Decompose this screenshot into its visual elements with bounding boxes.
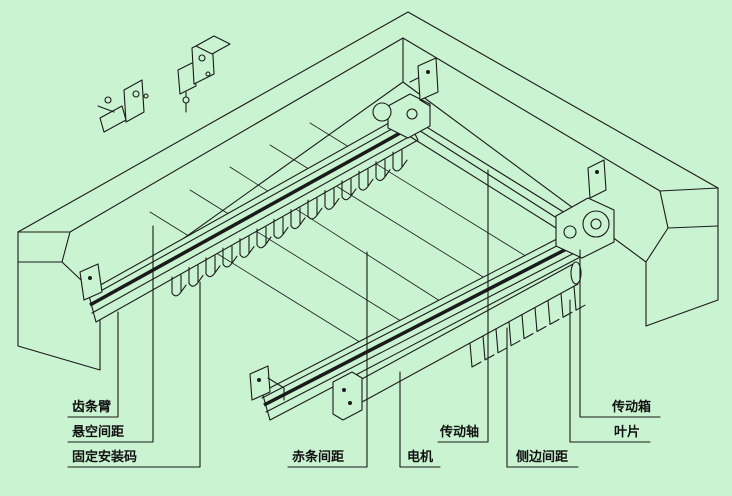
hanger-clip <box>273 216 289 239</box>
bracket-bolt <box>257 378 261 382</box>
front-rail-lines <box>261 233 585 413</box>
hardware-nut <box>198 54 206 62</box>
leader-fixed-mount <box>67 281 201 468</box>
motor-cylinder-end <box>570 261 582 285</box>
blade-vane <box>495 328 508 354</box>
bracket-bolt <box>426 70 430 74</box>
label-drive-shaft: 传动轴 <box>439 424 479 440</box>
label-rack-arm: 齿条臂 <box>72 399 111 415</box>
bearing-housing <box>387 93 431 139</box>
hanger-clip <box>307 197 323 220</box>
front-rack-rail <box>261 227 587 421</box>
gearbox-wheel <box>582 210 610 238</box>
bracket-front <box>249 365 271 401</box>
top-bearing-block <box>372 93 431 139</box>
blade-vane <box>521 314 534 340</box>
gearbox-bearing <box>563 225 577 239</box>
left-rail-body <box>87 113 419 323</box>
bracket-left <box>79 263 103 301</box>
bracket-bolt <box>595 170 599 174</box>
callout-labels: 齿条臂 悬空间距 固定安装码 赤条间距 电机 传动轴 侧边间距 传动箱 叶片 <box>72 399 651 465</box>
hanger-clip <box>256 226 272 249</box>
hanger-clip <box>222 245 238 268</box>
hanger-clip <box>205 255 221 278</box>
hanger-clips <box>171 149 408 297</box>
leader-rack-arm <box>67 311 119 418</box>
hardware-nut <box>104 96 112 104</box>
label-fixed-mount: 固定安装码 <box>72 449 137 465</box>
bracket-top-foot <box>409 77 431 107</box>
bracket-right <box>587 159 607 199</box>
hardware-bolt <box>97 105 115 113</box>
hanger-clip <box>171 274 187 297</box>
left-rail-groove <box>89 125 412 307</box>
hardware-top-plate <box>195 35 231 55</box>
right-wall-edge <box>667 225 719 229</box>
motor-box-bolt <box>348 401 352 405</box>
hanger-clip <box>392 149 408 172</box>
loose-mounting-hardware-b <box>177 35 231 113</box>
mounting-brackets <box>79 57 607 401</box>
hardware-nut <box>143 93 149 99</box>
hanger-clip <box>341 178 357 201</box>
label-side-spacing: 侧边间距 <box>516 449 568 465</box>
leader-hover-spacing <box>67 225 154 443</box>
blade-vane <box>508 321 521 347</box>
hanger-clip <box>375 159 391 182</box>
left-rail-lines <box>87 119 415 314</box>
bearing-end <box>372 102 392 122</box>
hanger-clip <box>188 264 204 287</box>
hardware-upright-plate <box>123 79 145 123</box>
hanger-clip <box>239 236 255 258</box>
blade-vane <box>534 306 547 333</box>
bracket-bolt <box>88 276 92 280</box>
left-rack-rail <box>87 113 419 323</box>
loose-mounting-hardware-a <box>97 79 149 133</box>
motor-box-bolt <box>342 388 346 392</box>
bracket-top <box>417 57 439 101</box>
leader-drive-shaft <box>437 169 489 443</box>
blade-vane <box>482 335 495 361</box>
motor-cylinder <box>359 261 582 403</box>
hardware-nut <box>132 90 140 98</box>
right-wall-block <box>645 187 719 327</box>
drive-shaft <box>405 117 579 234</box>
blade-vane <box>547 299 560 325</box>
leader-slat-spacing <box>287 251 368 468</box>
leader-motor <box>399 371 441 468</box>
ceiling-wall <box>17 11 719 371</box>
gearbox-hub <box>590 218 602 230</box>
front-rail-groove <box>263 239 583 407</box>
gearbox <box>555 197 615 259</box>
leader-side-spacing <box>506 327 579 468</box>
hardware-side-plate <box>177 61 197 95</box>
hanger-clip <box>290 207 306 230</box>
hanger-clip <box>358 168 374 191</box>
bracket-front-foot <box>267 377 285 401</box>
blade-vane <box>573 285 586 311</box>
leader-gearbox <box>579 249 661 418</box>
label-slat-spacing: 赤条间距 <box>292 449 344 465</box>
label-motor: 电机 <box>407 449 433 465</box>
hardware-nut <box>205 71 211 77</box>
leader-blade <box>569 299 651 443</box>
motor-box-body <box>332 371 363 421</box>
label-gearbox: 传动箱 <box>611 399 651 415</box>
blades <box>469 285 586 368</box>
ceiling-outline <box>17 11 719 299</box>
motor-box <box>332 371 363 421</box>
leader-lines <box>67 169 661 468</box>
hardware-base-plate <box>99 105 127 133</box>
slat-lines <box>149 122 538 350</box>
label-hover-spacing: 悬空间距 <box>72 424 124 440</box>
hardware-nut <box>182 96 190 104</box>
blade-vane <box>469 342 482 368</box>
blade-vane <box>560 292 573 318</box>
left-wall-block <box>17 231 101 371</box>
label-blade: 叶片 <box>614 424 640 440</box>
hanger-clip <box>324 188 340 210</box>
bearing-hub <box>406 108 418 120</box>
